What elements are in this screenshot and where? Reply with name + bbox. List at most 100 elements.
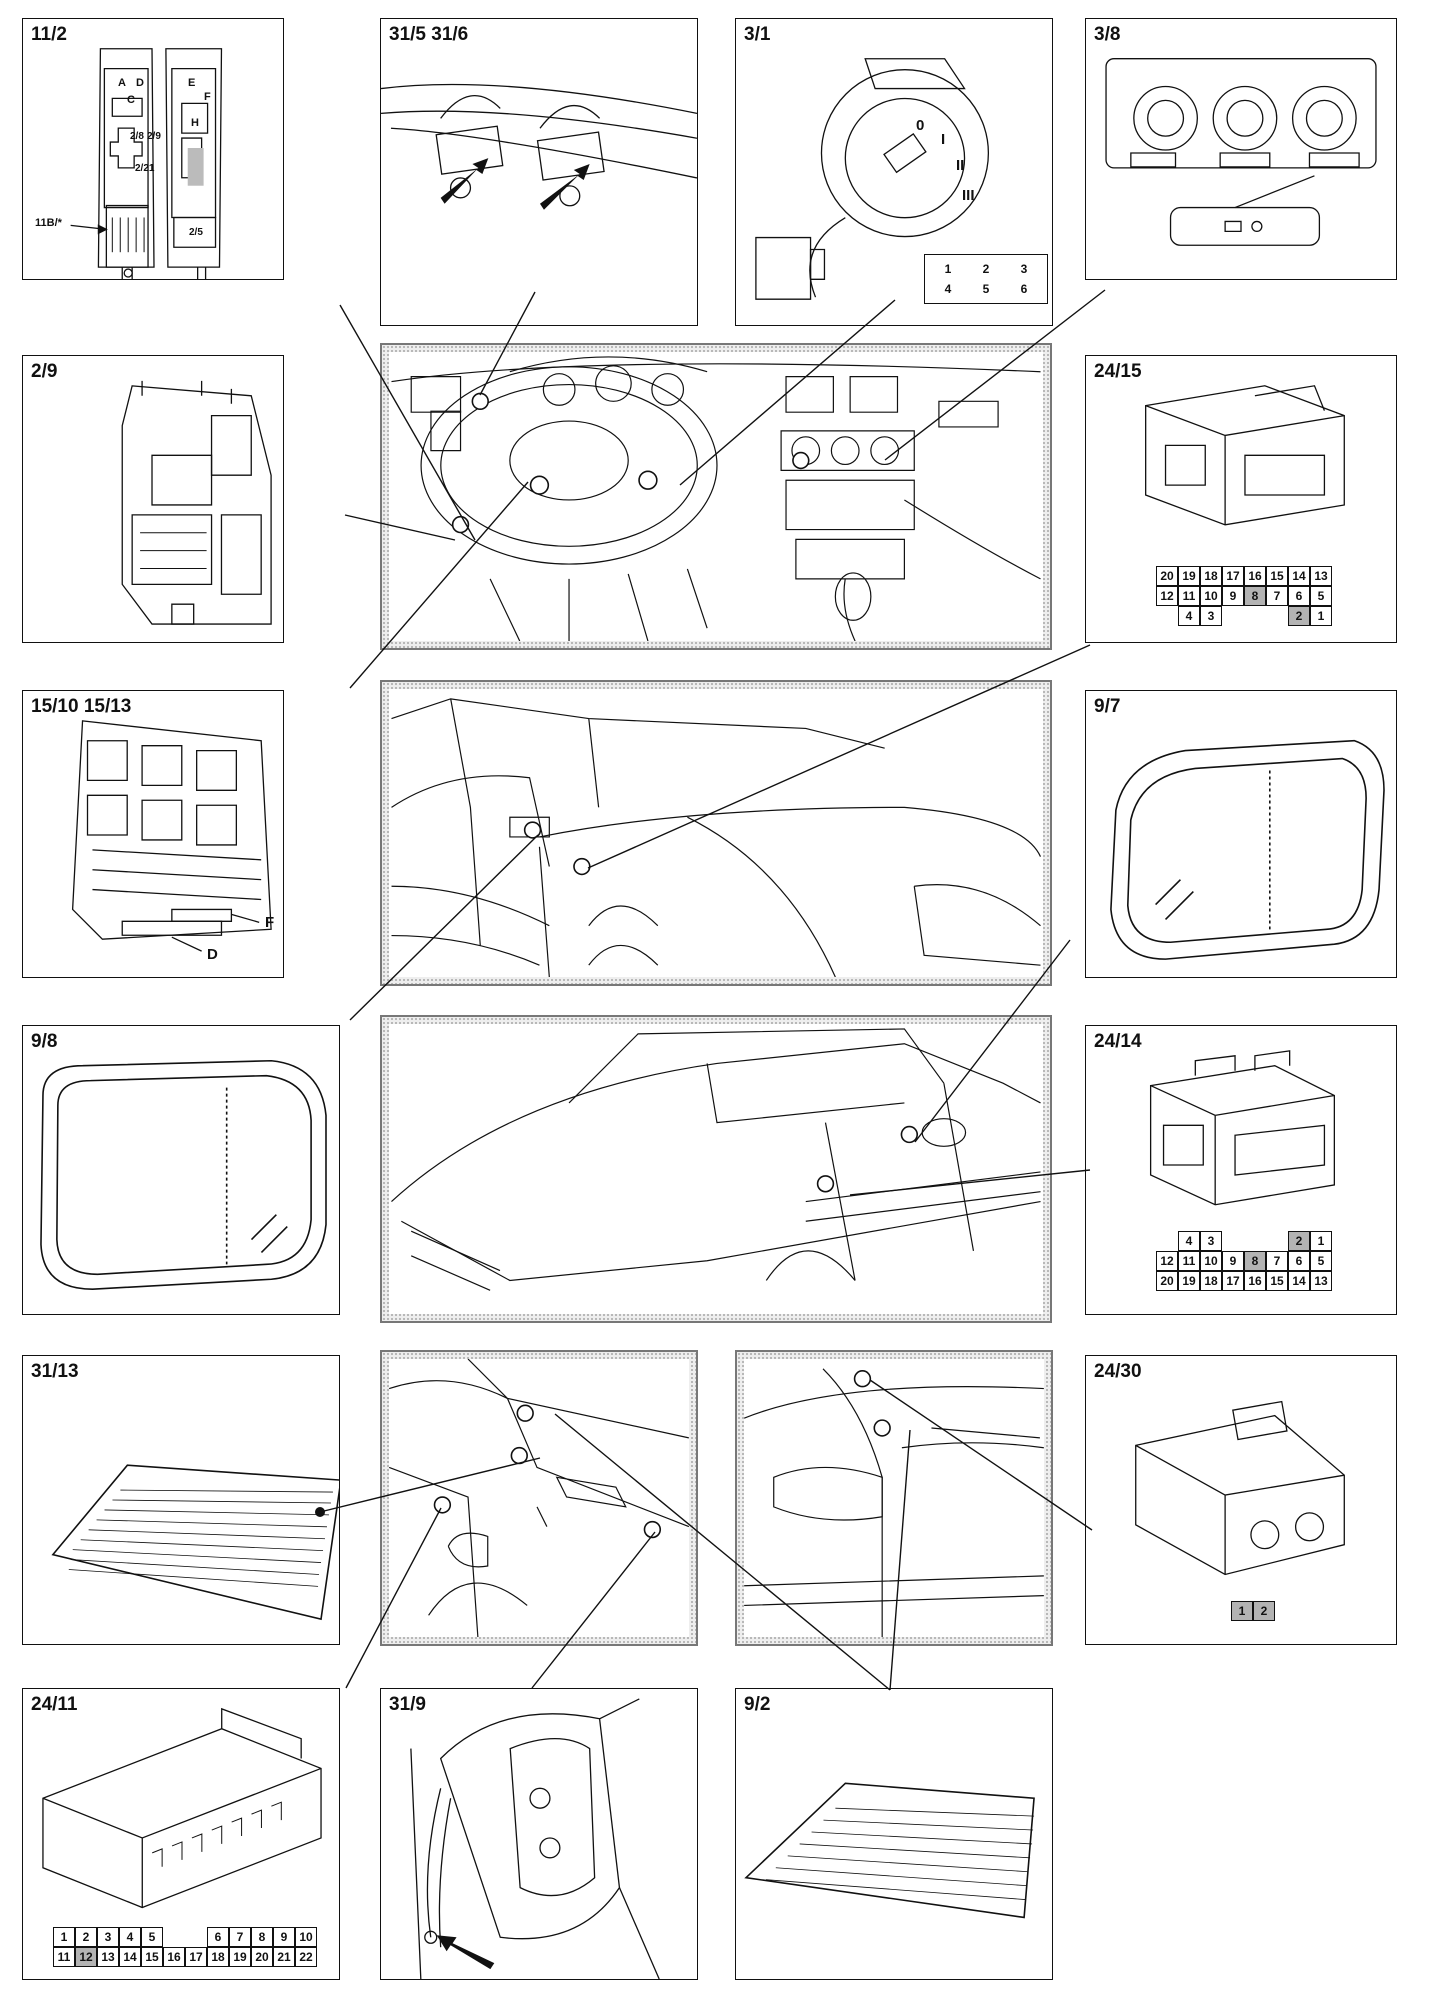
fuse-label-c: C [127,94,135,106]
car-front-scene [380,1015,1052,1323]
fuse-label-2-8: 2/8 [130,131,144,142]
pin: 20 [251,1947,273,1967]
panel-label: 9/8 [31,1031,58,1052]
pin [1244,606,1266,626]
pin: 7 [1266,586,1288,606]
panel-9-8: 9/8 [22,1025,340,1315]
panel-label: 9/7 [1094,696,1121,717]
pin-map: 1 2 [1231,1601,1275,1621]
fuse-label-2-9: 2/9 [147,131,161,142]
panel-31-5-31-6: 31/5 31/6 [380,18,698,326]
pin: 12 [75,1947,97,1967]
panel-label: 3/8 [1094,24,1121,45]
pin: 18 [207,1947,229,1967]
pin: 12 [1156,1251,1178,1271]
pin: 8 [1244,1251,1266,1271]
pin: 16 [163,1947,185,1967]
connector-drawing [1086,1026,1396,1314]
pin: 3 [1200,1231,1222,1251]
callout-f: F [265,914,275,931]
pin: 10 [295,1927,317,1947]
switch-mark-1: I [941,131,946,148]
climate-panel-drawing [1086,19,1396,279]
pin: 6 [207,1927,229,1947]
pin: 6 [1288,1251,1310,1271]
switch-mark-2: II [956,157,965,174]
fuse-label-f: F [204,91,211,103]
pin: 20 [1156,566,1178,586]
pin: 4 [1178,1231,1200,1251]
pin-3: 3 [1005,259,1043,279]
fuse-label-a: A [118,77,126,89]
pin: 17 [185,1947,207,1967]
panel-9-2: 9/2 [735,1688,1053,1980]
panel-label: 24/30 [1094,1361,1142,1382]
mirror-glass-drawing [1086,691,1396,977]
panel-label: 2/9 [31,361,58,382]
fuse-box-drawing [23,19,283,279]
rear-window-drawing [23,1356,339,1644]
pin [1244,1231,1266,1251]
pin: 13 [1310,566,1332,586]
pin: 15 [141,1947,163,1967]
car-rear-right-scene [735,1350,1053,1646]
pin: 16 [1244,1271,1266,1291]
pin: 5 [141,1927,163,1947]
pin [163,1927,185,1947]
panel-label: 11/2 [31,24,67,45]
pin: 2 [75,1927,97,1947]
pin [1266,1231,1288,1251]
pin: 2 [1288,1231,1310,1251]
pin [1222,606,1244,626]
dashboard-drawing [389,352,1043,641]
relay-carrier-drawing [23,691,283,977]
pin: 11 [1178,586,1200,606]
pin: 19 [1178,566,1200,586]
pin: 14 [119,1947,141,1967]
pin: 4 [1178,606,1200,626]
panel-9-7: 9/7 [1085,690,1397,978]
pin [185,1927,207,1947]
pin: 9 [273,1927,295,1947]
pin [1156,1231,1178,1251]
pin: 17 [1222,1271,1244,1291]
pin: 15 [1266,566,1288,586]
arrow-label: 11B/* [35,217,62,229]
pin: 6 [1288,586,1310,606]
fuse-label-2-5: 2/5 [189,227,203,238]
panel-15-10-15-13: 15/10 15/13 F D [22,690,284,978]
pin-4: 4 [929,279,967,299]
panel-label: 24/15 [1094,361,1142,382]
car-front-drawing [389,1024,1043,1314]
pin: 13 [1310,1271,1332,1291]
pin: 15 [1266,1271,1288,1291]
fuse-label-e: E [188,77,196,89]
panel-label: 3/1 [744,24,771,45]
pin: 1 [53,1927,75,1947]
pin: 1 [1310,606,1332,626]
pin: 9 [1222,586,1244,606]
pin: 5 [1310,586,1332,606]
panel-label: 31/9 [389,1694,426,1715]
pin: 20 [1156,1271,1178,1291]
switch-mark-3: III [962,187,975,204]
pin [1222,1231,1244,1251]
pin: 8 [251,1927,273,1947]
pin-6: 6 [1005,279,1043,299]
pin: 19 [1178,1271,1200,1291]
pin: 22 [295,1947,317,1967]
car-rear-right-drawing [744,1359,1044,1637]
panel-31-13: 31/13 [22,1355,340,1645]
fuse-label-h: H [191,117,199,129]
car-rear-left-scene [380,1350,698,1646]
pin: 12 [1156,586,1178,606]
pin: 2 [1288,606,1310,626]
pin [1266,606,1288,626]
pin: 17 [1222,566,1244,586]
mirror-glass-drawing [23,1026,339,1314]
